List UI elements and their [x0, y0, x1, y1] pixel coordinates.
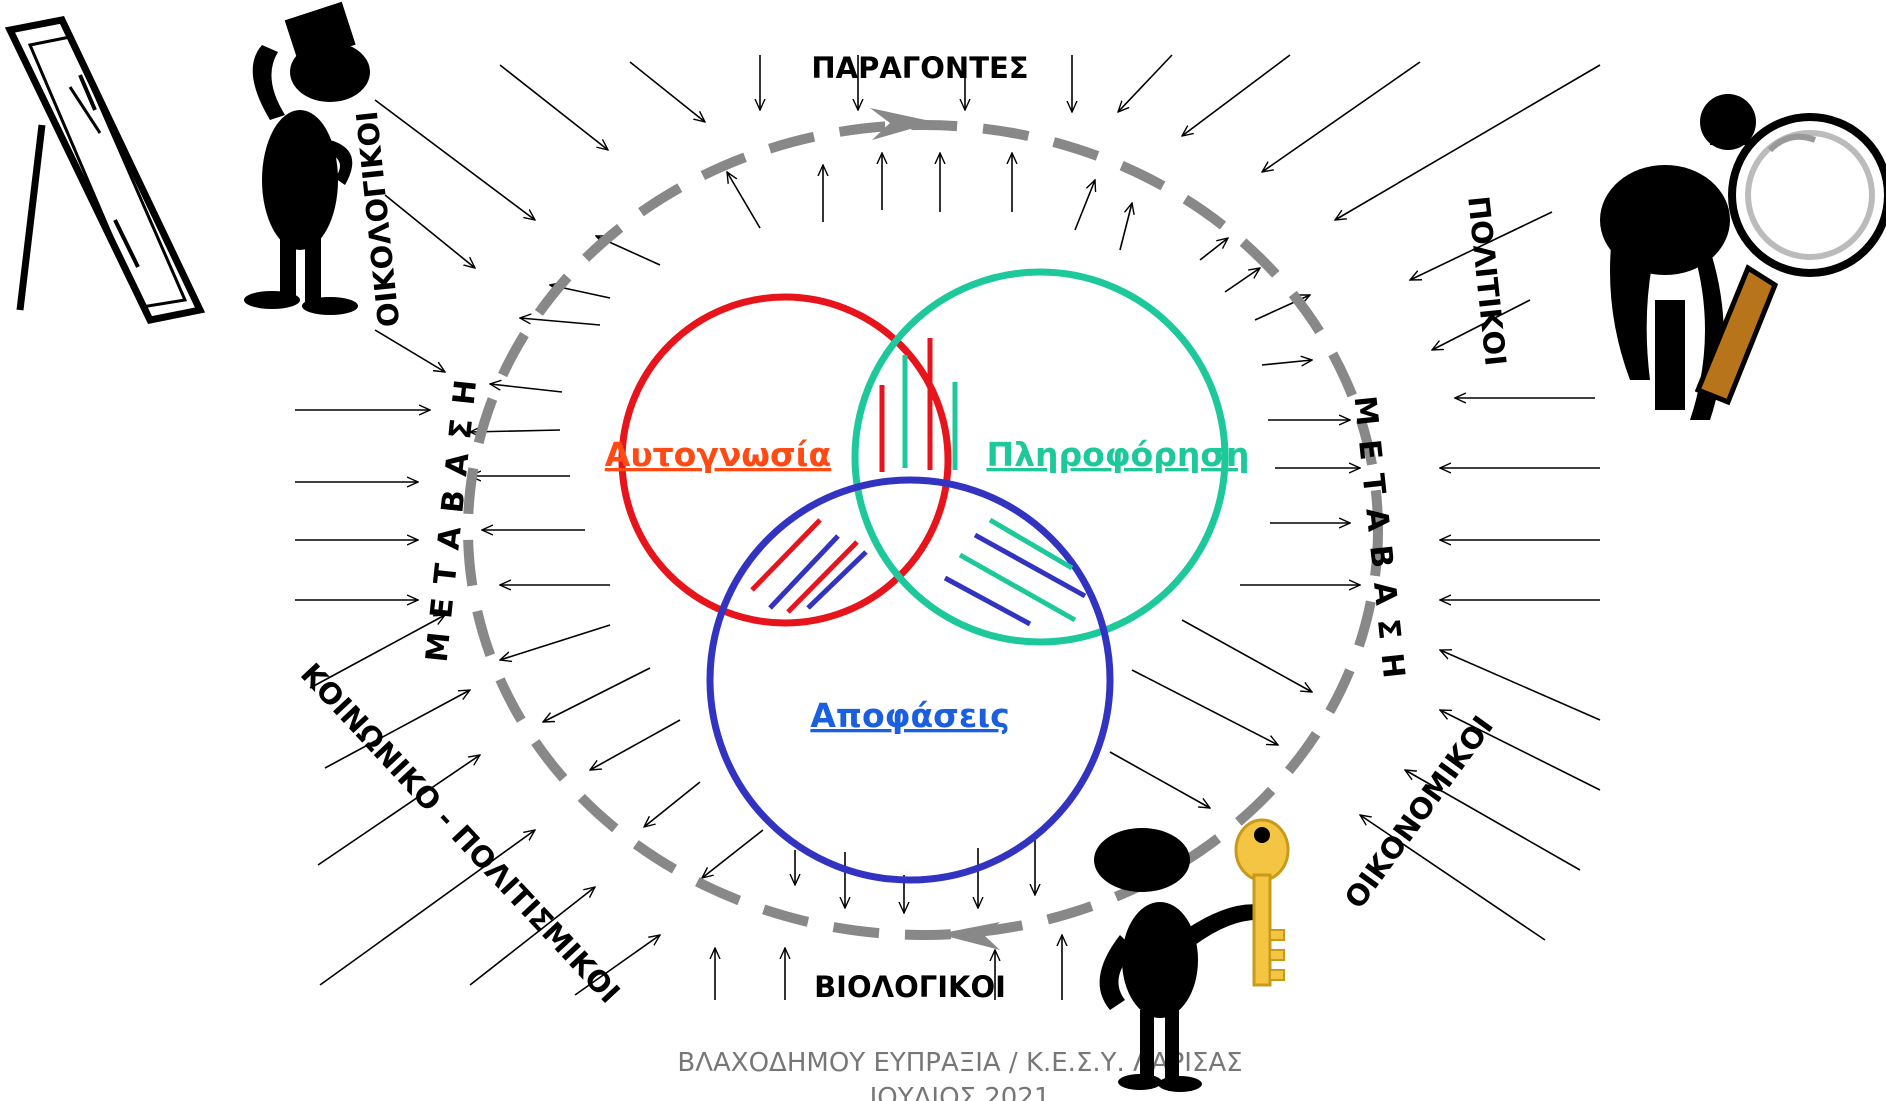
influence-arrow: [543, 667, 651, 722]
overlap-hatch-left: [750, 518, 868, 614]
influence-arrow: [520, 318, 601, 326]
influence-arrow: [702, 829, 764, 878]
influence-arrow: [629, 61, 705, 122]
influence-arrow: [1335, 64, 1601, 220]
influence-arrow: [644, 781, 701, 827]
influence-arrow: [384, 194, 475, 268]
influence-arrow: [1118, 54, 1173, 112]
overlap-hatch-top: [879, 338, 958, 472]
influence-arrow: [1224, 268, 1260, 293]
mirror-icon: [4, 16, 206, 324]
influence-arrow: [1131, 669, 1278, 745]
transition-right: ΜΕΤΑΒΑΣΗ: [1346, 394, 1412, 694]
factor-top: ΠΑΡΑΓΟΝΤΕΣ: [811, 51, 1028, 85]
influence-arrow: [727, 172, 761, 229]
influence-arrow: [1074, 180, 1095, 231]
influence-arrow: [309, 615, 445, 689]
influence-arrow: [1360, 815, 1546, 941]
influence-arrow: [499, 64, 608, 150]
circle-self-knowledge: [618, 293, 952, 627]
influence-arrow: [500, 624, 611, 660]
label-self-knowledge: Αυτογνωσία: [605, 435, 831, 474]
influence-arrow: [1405, 770, 1581, 871]
key-figure-icon: [1094, 818, 1290, 1092]
transition-ring: [463, 120, 1383, 940]
circle-information: [851, 268, 1229, 646]
magnifier-figure-icon: [1600, 94, 1886, 420]
label-information: Πληροφόρηση: [986, 435, 1249, 474]
influence-arrow: [319, 830, 535, 986]
influence-arrow: [1199, 238, 1228, 261]
influence-arrow: [374, 99, 535, 220]
influence-arrow: [374, 329, 445, 372]
influence-arrows: [295, 54, 1601, 1000]
influence-arrow: [590, 719, 681, 770]
footer-date: ΙΟΥΛΙΟΣ 2021: [870, 1083, 1051, 1101]
influence-arrow: [469, 887, 595, 986]
influence-arrow: [1109, 751, 1210, 808]
influence-arrow: [1440, 650, 1601, 721]
influence-arrow: [1182, 54, 1291, 136]
factor-bottom: ΒΙΟΛΟΓΙΚΟΙ: [814, 970, 1006, 1004]
factor-top-left: ΟΙΚΟΛΟΓΙΚΟΙ: [350, 109, 406, 328]
influence-arrow: [1181, 619, 1312, 692]
circle-decisions: [706, 476, 1114, 884]
influence-arrow: [1262, 61, 1421, 172]
influence-arrow: [1261, 360, 1312, 365]
ring-arrow-bottom-icon: [938, 922, 1000, 950]
factor-bottom-right: ΟΙΚΟΝΟΜΙΚΟΙ: [1338, 709, 1500, 914]
influence-arrow: [1440, 710, 1601, 791]
influence-arrow: [324, 690, 470, 769]
influence-arrow: [490, 384, 563, 393]
influence-arrow: [1119, 203, 1132, 251]
factor-top-right: ΠΟΛΙΤΙΚΟΙ: [1461, 194, 1513, 367]
influence-arrow: [574, 935, 660, 996]
influence-arrow: [1410, 211, 1553, 280]
overlap-hatch-right: [943, 517, 1087, 627]
label-decisions: Αποφάσεις: [810, 696, 1009, 735]
ring-arrow-top-icon: [870, 108, 935, 140]
factor-bottom-left: ΚΟΙΝΩΝΙΚΟ - ΠΟΛΙΤΙΣΜΙΚΟΙ: [294, 657, 627, 1010]
influence-arrow: [1432, 299, 1531, 350]
influence-arrow: [317, 755, 480, 866]
thinking-figure-icon: [244, 1, 370, 315]
footer-author: ΒΛΑΧΟΔΗΜΟΥ ΕΥΠΡΑΞΙΑ / Κ.Ε.Σ.Υ. ΛΑΡΙΣΑΣ: [677, 1048, 1242, 1078]
